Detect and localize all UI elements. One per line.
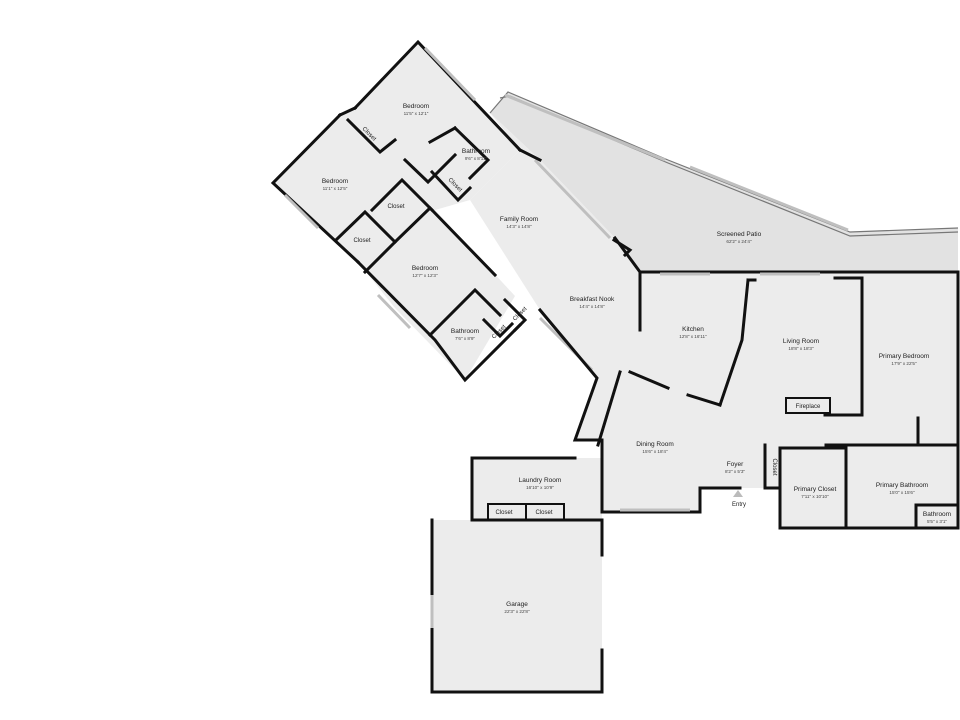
entry-label: Entry: [732, 502, 746, 508]
garage-walls: [430, 518, 604, 694]
bedroom-wing-windows: [283, 46, 612, 372]
room-label-bathroom-small: Bathroom 5'5" x 3'1": [923, 511, 951, 524]
svg-text:Bedroom: Bedroom: [403, 103, 429, 110]
laundry-walls: [470, 456, 604, 522]
svg-text:Dining Room: Dining Room: [636, 441, 674, 448]
svg-text:16'10" x 10'9": 16'10" x 10'9": [526, 485, 554, 490]
closet-label: Closet: [771, 458, 777, 475]
svg-text:15'6" x 18'4": 15'6" x 18'4": [642, 449, 668, 454]
svg-text:12'7" x 12'3": 12'7" x 12'3": [412, 273, 438, 278]
main-block-walls: [517, 147, 960, 530]
svg-text:12'8" x 16'11": 12'8" x 16'11": [679, 334, 707, 339]
room-label-dining-room: Dining Room 15'6" x 18'4": [636, 441, 674, 454]
room-label-living-room: Living Room 18'8" x 18'3": [783, 338, 819, 351]
svg-text:Garage: Garage: [506, 601, 528, 608]
room-label-bedroom-top: Bedroom 11'5" x 12'1": [403, 103, 429, 116]
closet-label: Closet: [535, 510, 552, 516]
svg-text:62'2" x 24'4": 62'2" x 24'4": [726, 239, 752, 244]
entry-arrow-icon: [733, 490, 743, 497]
bedroom-wing-walls: [270, 39, 528, 383]
room-label-breakfast-nook: Breakfast Nook 14'4" x 14'8": [570, 296, 615, 309]
room-label-primary-bathroom: Primary Bathroom 15'0" x 15'6": [876, 482, 928, 495]
room-label-laundry-room: Laundry Room 16'10" x 10'9": [519, 477, 562, 490]
svg-text:7'11" x 10'10": 7'11" x 10'10": [801, 494, 829, 499]
svg-text:Bedroom: Bedroom: [322, 178, 348, 185]
room-label-family-room: Family Room 14'3" x 14'8": [500, 216, 538, 229]
svg-text:8'2" x 5'3": 8'2" x 5'3": [725, 469, 745, 474]
svg-text:9'6" x 8'11": 9'6" x 8'11": [465, 156, 488, 161]
room-label-bathroom-mid: Bathroom 7'6" x 8'9": [451, 328, 479, 341]
svg-text:Primary Closet: Primary Closet: [794, 486, 837, 493]
svg-text:Kitchen: Kitchen: [682, 326, 704, 333]
svg-text:Laundry Room: Laundry Room: [519, 477, 562, 484]
closet-label: Closet: [387, 204, 404, 210]
svg-text:Foyer: Foyer: [727, 461, 744, 468]
svg-text:Bathroom: Bathroom: [923, 511, 951, 518]
svg-text:Family Room: Family Room: [500, 216, 538, 223]
svg-text:22'3" x 22'8": 22'3" x 22'8": [504, 609, 530, 614]
svg-text:Primary Bedroom: Primary Bedroom: [879, 353, 930, 360]
svg-text:Bedroom: Bedroom: [412, 265, 438, 272]
svg-text:17'9" x 22'5": 17'9" x 22'5": [891, 361, 917, 366]
room-label-bedroom-mid: Bedroom 12'7" x 12'3": [412, 265, 438, 278]
laundry-room-floor: [472, 458, 602, 520]
garage-floor: [432, 520, 602, 692]
svg-text:Screened Patio: Screened Patio: [717, 231, 762, 238]
room-label-bedroom-left: Bedroom 11'1" x 12'5": [322, 178, 348, 191]
svg-text:Bathroom: Bathroom: [451, 328, 479, 335]
room-label-primary-closet: Primary Closet 7'11" x 10'10": [794, 486, 837, 499]
room-label-screened-patio: Screened Patio 62'2" x 24'4": [717, 231, 762, 244]
patio-screen: [489, 91, 959, 237]
svg-text:14'3" x 14'8": 14'3" x 14'8": [506, 224, 532, 229]
room-label-kitchen: Kitchen 12'8" x 16'11": [679, 326, 707, 339]
svg-text:Breakfast Nook: Breakfast Nook: [570, 296, 615, 303]
svg-text:5'5" x 3'1": 5'5" x 3'1": [927, 519, 947, 524]
room-label-bathroom-top: Bathroom 9'6" x 8'11": [462, 148, 490, 161]
room-label-foyer: Foyer 8'2" x 5'3": [725, 461, 745, 474]
closet-label: Closet: [353, 238, 370, 244]
svg-text:15'0" x 15'6": 15'0" x 15'6": [889, 490, 915, 495]
fireplace-label: Fireplace: [796, 404, 821, 410]
closet-label: Closet: [495, 510, 512, 516]
main-block-windows: [620, 272, 820, 512]
svg-text:7'6" x 8'9": 7'6" x 8'9": [455, 336, 475, 341]
room-labels: Bedroom 11'5" x 12'1" Bedroom 11'1" x 12…: [322, 103, 951, 614]
svg-text:18'8" x 18'3": 18'8" x 18'3": [788, 346, 814, 351]
bedroom-wing-floor: [273, 42, 520, 380]
room-label-garage: Garage 22'3" x 22'8": [504, 601, 530, 614]
room-label-primary-bedroom: Primary Bedroom 17'9" x 22'5": [879, 353, 930, 366]
svg-text:11'1" x 12'5": 11'1" x 12'5": [323, 186, 348, 191]
main-living-floor: [470, 113, 958, 528]
svg-text:Primary Bathroom: Primary Bathroom: [876, 482, 928, 489]
svg-text:14'4" x 14'8": 14'4" x 14'8": [579, 304, 605, 309]
svg-text:11'5" x 12'1": 11'5" x 12'1": [404, 111, 429, 116]
svg-text:Living Room: Living Room: [783, 338, 819, 345]
svg-text:Bathroom: Bathroom: [462, 148, 490, 155]
